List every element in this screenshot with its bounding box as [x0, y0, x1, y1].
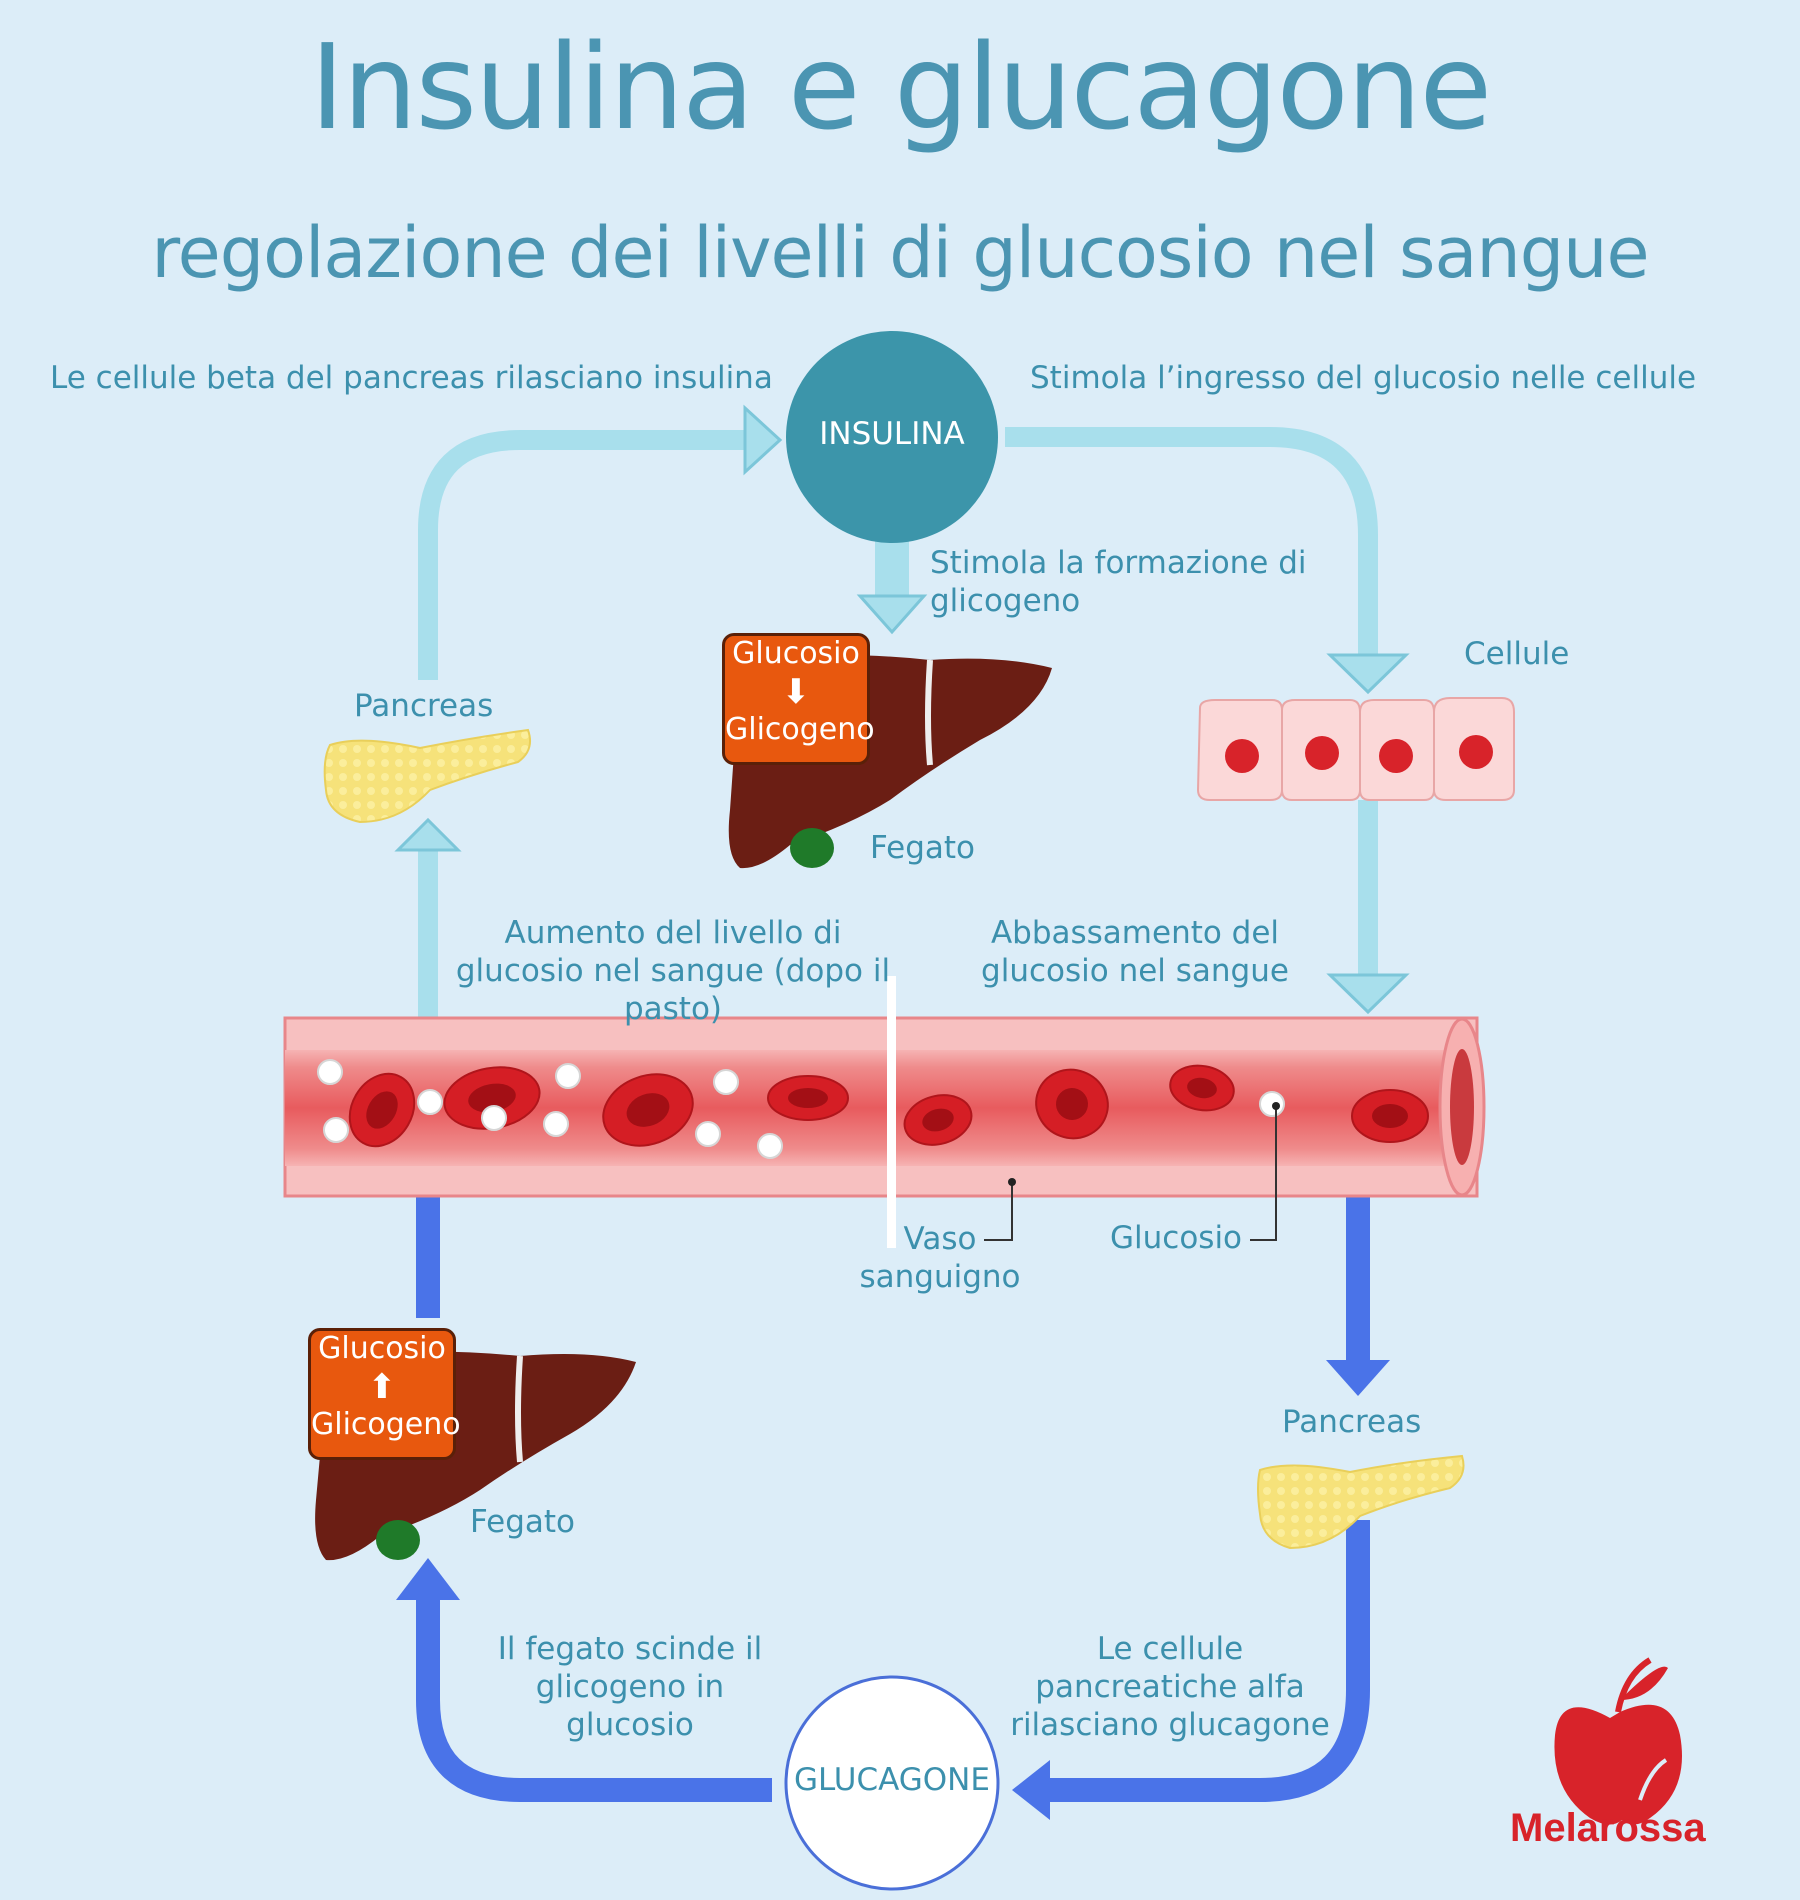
pancreas-to-glucagon-arrow: [1045, 1520, 1370, 1802]
beta-cells-label: Le cellule beta del pancreas rilasciano …: [50, 360, 773, 396]
box-bottom-glycogen: Glicogeno: [311, 1407, 461, 1442]
glucose-to-glycogen-box: Glucosio ⬇ Glicogeno: [722, 633, 875, 765]
glucose-label: Glucosio: [1110, 1220, 1243, 1256]
glucagon-label: GLUCAGONE: [794, 1762, 990, 1798]
stimulates-entry-label: Stimola l’ingresso del glucosio nelle ce…: [1030, 360, 1697, 396]
vessel-label: Vaso sanguigno: [859, 1221, 1021, 1295]
drop-label: Abbassamento del glucosio nel sangue: [981, 915, 1289, 989]
page-subtitle: regolazione dei livelli di glucosio nel …: [151, 212, 1649, 294]
up-arrow-icon: ⬆: [367, 1367, 397, 1407]
glucose-particles: [317, 1059, 1285, 1159]
down-arrow-icon: ⬇: [781, 672, 811, 712]
cells-label: Cellule: [1464, 636, 1570, 672]
pancreas-top-shape: [323, 728, 531, 824]
stimulates-glycogen-label: Stimola la formazione di glicogeno: [930, 545, 1307, 619]
glucagon-to-liver-arrow: [416, 1595, 772, 1802]
melarossa-logo-text: Melarossa: [1510, 1806, 1706, 1850]
leader-lines: [984, 1106, 1277, 1241]
pancreas-bottom-label: Pancreas: [1282, 1404, 1422, 1440]
pancreas-top-label: Pancreas: [354, 688, 494, 724]
pancreas-bottom-shape: [1257, 1454, 1465, 1550]
glycogen-to-glucose-box: Glucosio ⬆ Glicogeno: [308, 1328, 461, 1460]
page-title: Insulina e glucagone: [309, 18, 1492, 156]
liver-breaks-label: Il fegato scinde il glicogeno in glucosi…: [497, 1631, 763, 1743]
liver-bottom-label: Fegato: [470, 1504, 576, 1540]
liver-top-label: Fegato: [870, 830, 976, 866]
insulin-to-cells-arrow: [1005, 427, 1378, 660]
insulin-label: INSULINA: [819, 416, 965, 452]
box-top-glycogen: Glicogeno: [725, 712, 875, 747]
rise-label: Aumento del livello di glucosio nel sang…: [455, 915, 891, 1027]
cell-row: [1196, 697, 1515, 801]
box-bottom-glucose: Glucosio: [318, 1331, 446, 1366]
box-top-glucose: Glucosio: [732, 636, 860, 671]
insulin-circle: [786, 331, 998, 543]
glucagon-arrows: [416, 1178, 1370, 1802]
pancreas-to-insulin-arrow: [418, 430, 752, 680]
glucagon-circle: [784, 1675, 1000, 1891]
melarossa-logo-icon: [1554, 1657, 1682, 1825]
alpha-cells-label: Le cellule pancreatiche alfa rilasciano …: [1010, 1631, 1330, 1743]
